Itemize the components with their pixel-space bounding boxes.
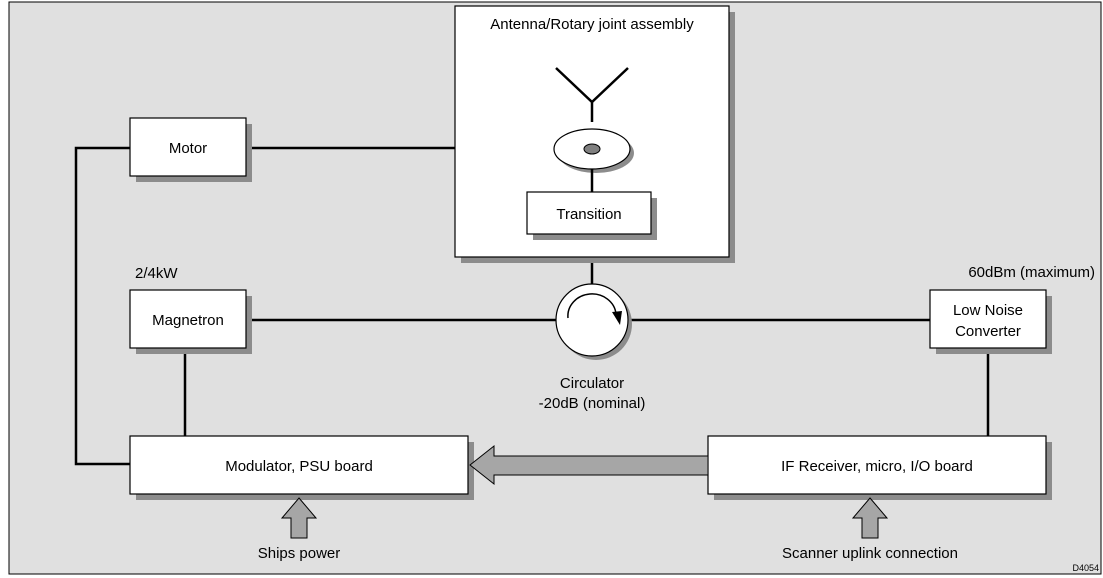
transition-label: Transition	[556, 206, 621, 223]
up-arrow-icon	[280, 497, 318, 539]
motor-label: Motor	[169, 140, 207, 157]
if-receiver-block: IF Receiver, micro, I/O board	[707, 435, 1052, 500]
antenna-assembly-label: Antenna/Rotary joint assembly	[490, 16, 694, 33]
transition-box	[526, 191, 652, 235]
lnc-max-label: 60dBm (maximum)	[968, 264, 1095, 281]
motor-modulator-wire	[74, 146, 130, 466]
lnc-block: Low Noise Converter	[929, 289, 1052, 354]
circulator-icon	[555, 283, 632, 360]
magnetron-label: Magnetron	[152, 312, 224, 329]
modulator-block: Modulator, PSU board	[129, 435, 474, 500]
magnetron-power-label: 2/4kW	[135, 265, 178, 282]
if-receiver-label: IF Receiver, micro, I/O board	[781, 458, 973, 475]
circulator-label: Circulator	[560, 375, 624, 392]
antenna-icon	[555, 67, 629, 122]
antenna-assembly-block: Antenna/Rotary joint assembly Transition	[454, 5, 735, 263]
circulator-loss-label: -20dB (nominal)	[539, 395, 646, 412]
magnetron-block: Magnetron	[129, 289, 252, 354]
up-arrow-icon	[851, 497, 889, 539]
lnc-label-line2: Converter	[955, 323, 1021, 340]
modulator-label: Modulator, PSU board	[225, 458, 373, 475]
left-arrow-icon	[469, 444, 709, 486]
scanner-uplink-label: Scanner uplink connection	[782, 545, 958, 562]
ships-power-label: Ships power	[258, 545, 341, 562]
lnc-label-line1: Low Noise	[953, 302, 1023, 319]
drawing-ref-label: D4054	[1072, 563, 1099, 573]
motor-block: Motor	[129, 117, 252, 182]
